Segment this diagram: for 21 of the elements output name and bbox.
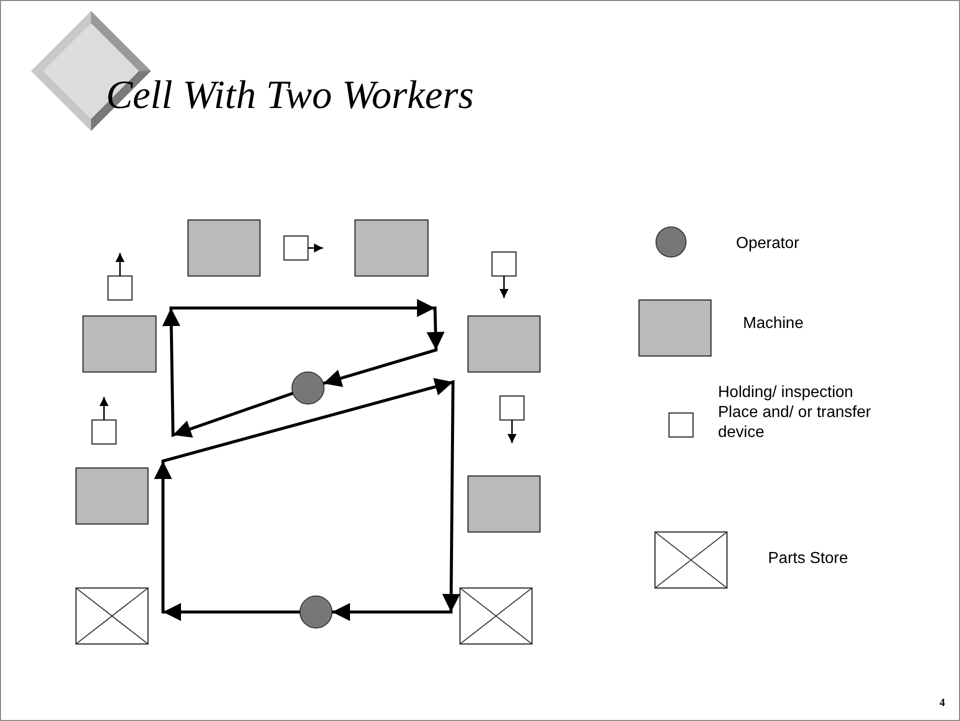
machine-box [82,315,157,373]
legend-text: Holding/ inspection Place and/ or transfer device [718,383,872,443]
holding-square [499,395,525,421]
machine-box [187,219,261,277]
operator-circle [300,596,332,628]
legend-text: Machine [743,314,804,334]
legend-text: Operator [736,234,800,254]
machine-box [75,467,149,525]
title: Cell With Two Workers [106,71,474,118]
legend-text: Parts Store [768,549,850,569]
operator-circle [292,372,324,404]
machine-box [467,315,541,373]
holding-square [283,235,309,261]
machine-box [354,219,429,277]
page-number: 4 [940,697,945,709]
machine-box [467,475,541,533]
parts-store-box [75,587,149,645]
holding-square [107,275,133,301]
holding-square [491,251,517,277]
holding-square [91,419,117,445]
parts-store-box [459,587,533,645]
